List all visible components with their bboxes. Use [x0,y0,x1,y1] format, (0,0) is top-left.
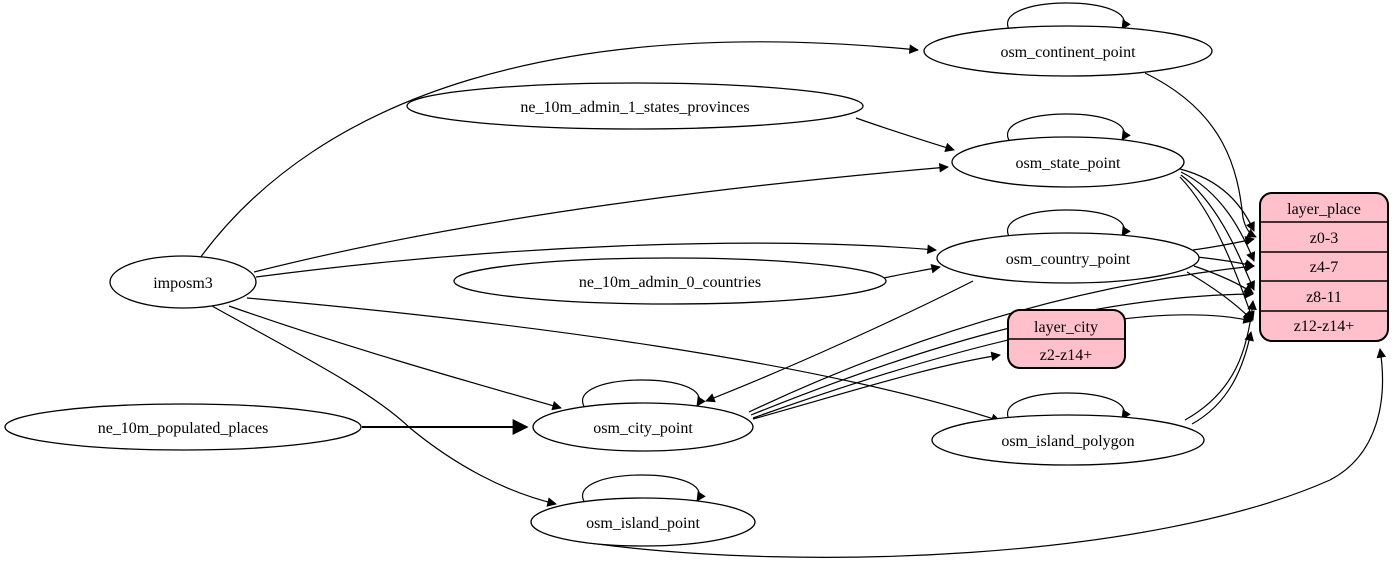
osm_state_point-shape [951,136,1185,188]
edge-imposm3-osm_island_point [211,305,557,507]
edge-ne_10m_admin_1_states_provinces-osm_state_point [855,117,955,153]
layer_place-row-z12-z14: z12-z14+ [1294,318,1355,335]
layer_city-title: layer_city [1034,319,1098,336]
ne_10m_admin_0_countries-label: ne_10m_admin_0_countries [579,274,761,291]
edge-osm_city_point-layer_city-z2-z14 [752,351,1001,420]
edge-osm_country_point-osm_city_point [705,280,974,403]
self-loop-osm_state_point [1006,113,1131,143]
node-imposm3: imposm3 [109,255,257,309]
layer_place-shape [1259,192,1389,342]
edge-imposm3-osm_island_polygon [246,297,1001,423]
layer_city-row-z2-z14: z2-z14+ [1040,347,1093,364]
edge-imposm3-osm_state_point [253,162,949,273]
node-ne_10m_populated_places: ne_10m_populated_places [4,403,362,451]
osm_city_point-label: osm_city_point [593,420,693,437]
osm_continent_point-label: osm_continent_point [1000,44,1136,61]
ne_10m_admin_0_countries-shape [453,257,887,305]
imposm3-shape [109,255,257,309]
self-loop-osm_city_point [581,379,706,409]
node-osm_continent_point: osm_continent_point [923,2,1213,77]
layer_place-row-z4-7: z4-7 [1310,259,1338,276]
record-layer_city: layer_city z2-z14+ [1007,309,1126,369]
edge-osm_country_point-layer_place-z4-7 [1196,256,1255,269]
node-osm_state_point: osm_state_point [951,113,1185,188]
layer_place-row-z8-11: z8-11 [1306,289,1342,306]
osm_island_polygon-shape [931,414,1205,466]
edge-osm_city_point-layer_place-z4-7 [748,262,1255,413]
record-layer_place: layer_place z0-3 z4-7 z8-11 z12-z14+ [1259,192,1389,342]
node-osm_island_point: osm_island_point [530,474,756,547]
self-loop-osm_island_polygon [1006,392,1131,422]
osm_country_point-label: osm_country_point [1006,251,1131,268]
edge-osm_island_point-layer_place-z12-z14 [589,348,1387,558]
node-osm_country_point: osm_country_point [936,209,1200,284]
ne_10m_admin_1_states_provinces-shape [406,82,864,130]
ne_10m_populated_places-label: ne_10m_populated_places [98,420,269,437]
node-layer: imposm3 ne_10m_admin_1_states_provinces … [4,2,1389,547]
ne_10m_populated_places-shape [4,403,362,451]
node-osm_city_point: osm_city_point [532,379,754,452]
edge-osm_city_point-layer_place-z8-11 [750,289,1254,416]
edge-layer [199,41,1387,558]
self-loop-osm_country_point [1006,209,1131,239]
osm_island_polygon-label: osm_island_polygon [1001,433,1134,450]
layer_place-row-z0-3: z0-3 [1310,230,1338,247]
node-ne_10m_admin_0_countries: ne_10m_admin_0_countries [453,257,887,305]
edge-osm_island_polygon-layer_place-z8-11 [1184,300,1257,421]
osm_island_point-shape [530,497,756,547]
edge-osm_state_point-layer_place-z8-11 [1180,174,1255,291]
edge-osm_state_point-layer_place-z4-7 [1180,171,1256,262]
edge-imposm3-osm_city_point [228,305,562,411]
layer_place-title: layer_place [1287,201,1361,218]
ne_10m_admin_1_states_provinces-label: ne_10m_admin_1_states_provinces [520,99,749,116]
edge-ne_10m_admin_0_countries-osm_country_point [883,263,941,279]
node-ne_10m_admin_1_states_provinces: ne_10m_admin_1_states_provinces [406,82,864,130]
edge-imposm3-osm_continent_point [199,41,919,259]
edge-imposm3-osm_country_point [255,242,937,278]
edge-osm_island_polygon-layer_place-z12-z14 [1191,331,1254,425]
osm_continent_point-shape [923,25,1213,77]
node-osm_island_polygon: osm_island_polygon [931,392,1205,466]
self-loop-osm_island_point [581,474,706,504]
self-loop-osm_continent_point [1006,2,1131,32]
edge-osm_country_point-layer_place-z0-3 [1192,236,1255,251]
imposm3-label: imposm3 [153,275,213,292]
osm_city_point-shape [532,402,754,452]
osm_state_point-label: osm_state_point [1016,155,1121,172]
edge-osm_state_point-layer_place-z0-3 [1179,168,1255,232]
osm_country_point-shape [936,232,1200,284]
osm_island_point-label: osm_island_point [586,515,700,532]
